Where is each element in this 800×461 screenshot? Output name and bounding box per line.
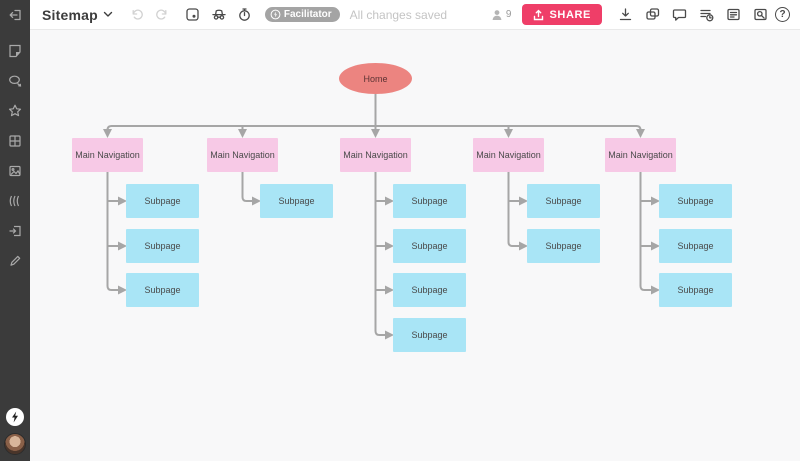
lightning-bolt-icon <box>12 411 18 423</box>
activity-button[interactable] <box>694 3 718 27</box>
image-icon <box>9 165 21 177</box>
facilitator-bolt-icon <box>270 9 281 20</box>
sticky-note-icon <box>9 44 21 58</box>
whiteboard-canvas[interactable]: Home Main Navigation Main Navigation Mai… <box>30 30 800 461</box>
exit-icon <box>9 9 21 21</box>
frameworks-tool[interactable] <box>0 186 30 216</box>
outline-button[interactable] <box>721 3 745 27</box>
diagram-node-subpage[interactable]: Subpage <box>126 184 199 218</box>
download-icon <box>619 8 631 21</box>
diagram-node-subpage[interactable]: Subpage <box>527 184 600 218</box>
diagram-node-subpage[interactable]: Subpage <box>393 318 466 352</box>
facilitator-badge: Facilitator <box>264 7 340 22</box>
participants-count: 9 <box>505 9 512 20</box>
participants-button[interactable]: 9 <box>490 8 512 22</box>
diagram-node-main-navigation-4[interactable]: Main Navigation <box>473 138 544 172</box>
comments-button[interactable] <box>667 3 691 27</box>
chevron-down-icon <box>103 11 113 17</box>
grid-icon <box>9 135 21 147</box>
share-label: SHARE <box>549 8 591 21</box>
history-controls <box>125 3 175 27</box>
export-button[interactable] <box>613 3 637 27</box>
facilitator-avatar[interactable] <box>6 408 24 426</box>
left-toolbar <box>0 0 30 461</box>
comment-icon <box>672 9 686 21</box>
person-icon <box>492 9 502 20</box>
diagram-node-subpage[interactable]: Subpage <box>393 273 466 307</box>
frameworks-icon <box>9 195 20 207</box>
diagram-node-subpage[interactable]: Subpage <box>527 229 600 263</box>
outline-icon <box>726 8 740 21</box>
diagram-node-subpage[interactable]: Subpage <box>260 184 333 218</box>
mural-title[interactable]: Sitemap <box>42 6 98 23</box>
star-icon <box>8 104 22 117</box>
undo-icon <box>132 9 144 20</box>
laser-pointer-icon <box>186 8 200 21</box>
share-button[interactable]: SHARE <box>522 4 602 25</box>
facilitator-badge-label: Facilitator <box>283 9 332 20</box>
diagram-node-subpage[interactable]: Subpage <box>659 273 732 307</box>
title-menu-button[interactable] <box>103 11 113 18</box>
favorites-tool[interactable] <box>0 96 30 126</box>
diagram-node-subpage[interactable]: Subpage <box>126 229 199 263</box>
draw-tool[interactable] <box>0 246 30 276</box>
diagram-node-main-navigation-5[interactable]: Main Navigation <box>605 138 676 172</box>
shapes-icon <box>9 75 22 87</box>
activity-icon <box>699 9 713 22</box>
diagram-node-subpage[interactable]: Subpage <box>393 184 466 218</box>
incognito-icon <box>212 9 226 20</box>
laser-pointer-button[interactable] <box>181 3 205 27</box>
murals-switcher-button[interactable] <box>640 3 664 27</box>
help-button[interactable]: ? <box>775 7 790 22</box>
diagram-node-main-navigation-3[interactable]: Main Navigation <box>340 138 411 172</box>
find-button[interactable] <box>748 3 772 27</box>
sidebar-footer <box>4 408 26 455</box>
upload-icon <box>534 9 544 20</box>
facilitation-controls <box>181 3 257 27</box>
diagram-node-subpage[interactable]: Subpage <box>659 229 732 263</box>
diagram-node-main-navigation-1[interactable]: Main Navigation <box>72 138 143 172</box>
import-tool[interactable] <box>0 216 30 246</box>
timer-icon <box>239 8 251 21</box>
images-tool[interactable] <box>0 156 30 186</box>
shapes-connectors-tool[interactable] <box>0 66 30 96</box>
redo-icon <box>156 9 167 20</box>
sticky-note-tool[interactable] <box>0 36 30 66</box>
diagram-node-subpage[interactable]: Subpage <box>393 229 466 263</box>
connector-lines <box>103 94 660 340</box>
save-status: All changes saved <box>349 7 448 22</box>
topbar-right: 9 SHARE ? <box>490 3 790 27</box>
import-icon <box>9 225 21 237</box>
diagram-node-main-navigation-2[interactable]: Main Navigation <box>207 138 278 172</box>
topbar: Sitemap Facilitator A <box>30 0 800 30</box>
diagram-node-home[interactable]: Home <box>339 63 412 94</box>
find-icon <box>753 8 767 21</box>
redo-button[interactable] <box>151 3 175 27</box>
diagram-node-subpage[interactable]: Subpage <box>659 184 732 218</box>
timer-button[interactable] <box>233 3 257 27</box>
grid-tool[interactable] <box>0 126 30 156</box>
private-mode-button[interactable] <box>207 3 231 27</box>
undo-button[interactable] <box>125 3 149 27</box>
tool-list <box>0 36 30 276</box>
user-avatar[interactable] <box>4 433 26 455</box>
frames-icon <box>645 8 659 20</box>
exit-room-button[interactable] <box>0 0 30 30</box>
pencil-icon <box>10 255 21 266</box>
diagram-node-subpage[interactable]: Subpage <box>126 273 199 307</box>
